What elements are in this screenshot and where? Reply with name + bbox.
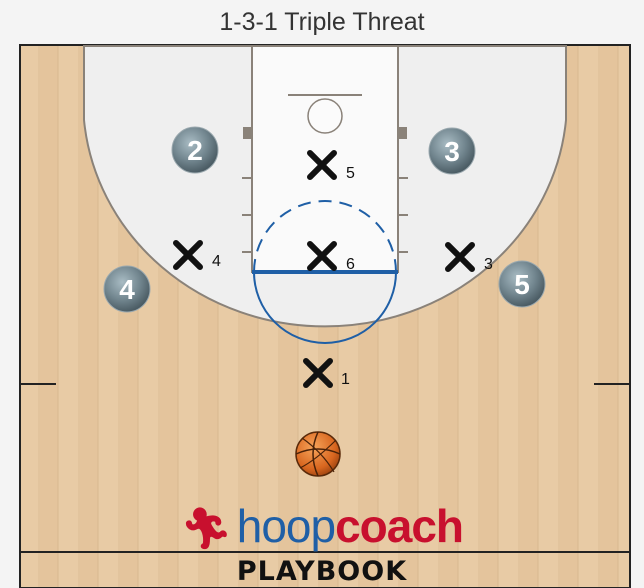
defense-player-4[interactable]: 4 [173, 240, 221, 270]
basketball-icon[interactable] [295, 431, 341, 477]
free-throw-circle-top [253, 200, 397, 273]
defense-player-3[interactable]: 3 [445, 242, 493, 273]
svg-text:3: 3 [484, 256, 493, 273]
svg-text:5: 5 [346, 165, 355, 182]
svg-text:4: 4 [119, 274, 135, 305]
defense-player-6[interactable]: 6 [307, 241, 355, 273]
defense-player-1[interactable]: 1 [303, 358, 350, 388]
lane-hash-marks [242, 127, 408, 253]
offense-player-4[interactable]: 4 [103, 265, 151, 313]
diagram-title: 1-3-1 Triple Threat [219, 8, 425, 36]
offense-player-5[interactable]: 5 [498, 260, 546, 308]
brand-logo: 🏃︎hoopcoach [0, 500, 644, 555]
svg-text:4: 4 [212, 253, 221, 270]
brand-playbook: PLAYBOOK [236, 556, 408, 587]
brand-coach: coach [335, 500, 464, 552]
offense-player-2[interactable]: 2 [171, 126, 219, 174]
brand-hoop: hoop [236, 500, 336, 552]
rim [307, 98, 343, 134]
svg-text:3: 3 [444, 136, 460, 167]
svg-text:2: 2 [187, 135, 203, 166]
svg-text:6: 6 [346, 256, 355, 273]
svg-text:1: 1 [341, 371, 350, 388]
offense-player-3[interactable]: 3 [428, 127, 476, 175]
defense-player-5[interactable]: 5 [307, 150, 355, 182]
free-throw-circle-bottom [253, 271, 397, 344]
svg-text:5: 5 [514, 269, 530, 300]
coach-figure-icon: 🏃︎ [180, 507, 232, 551]
